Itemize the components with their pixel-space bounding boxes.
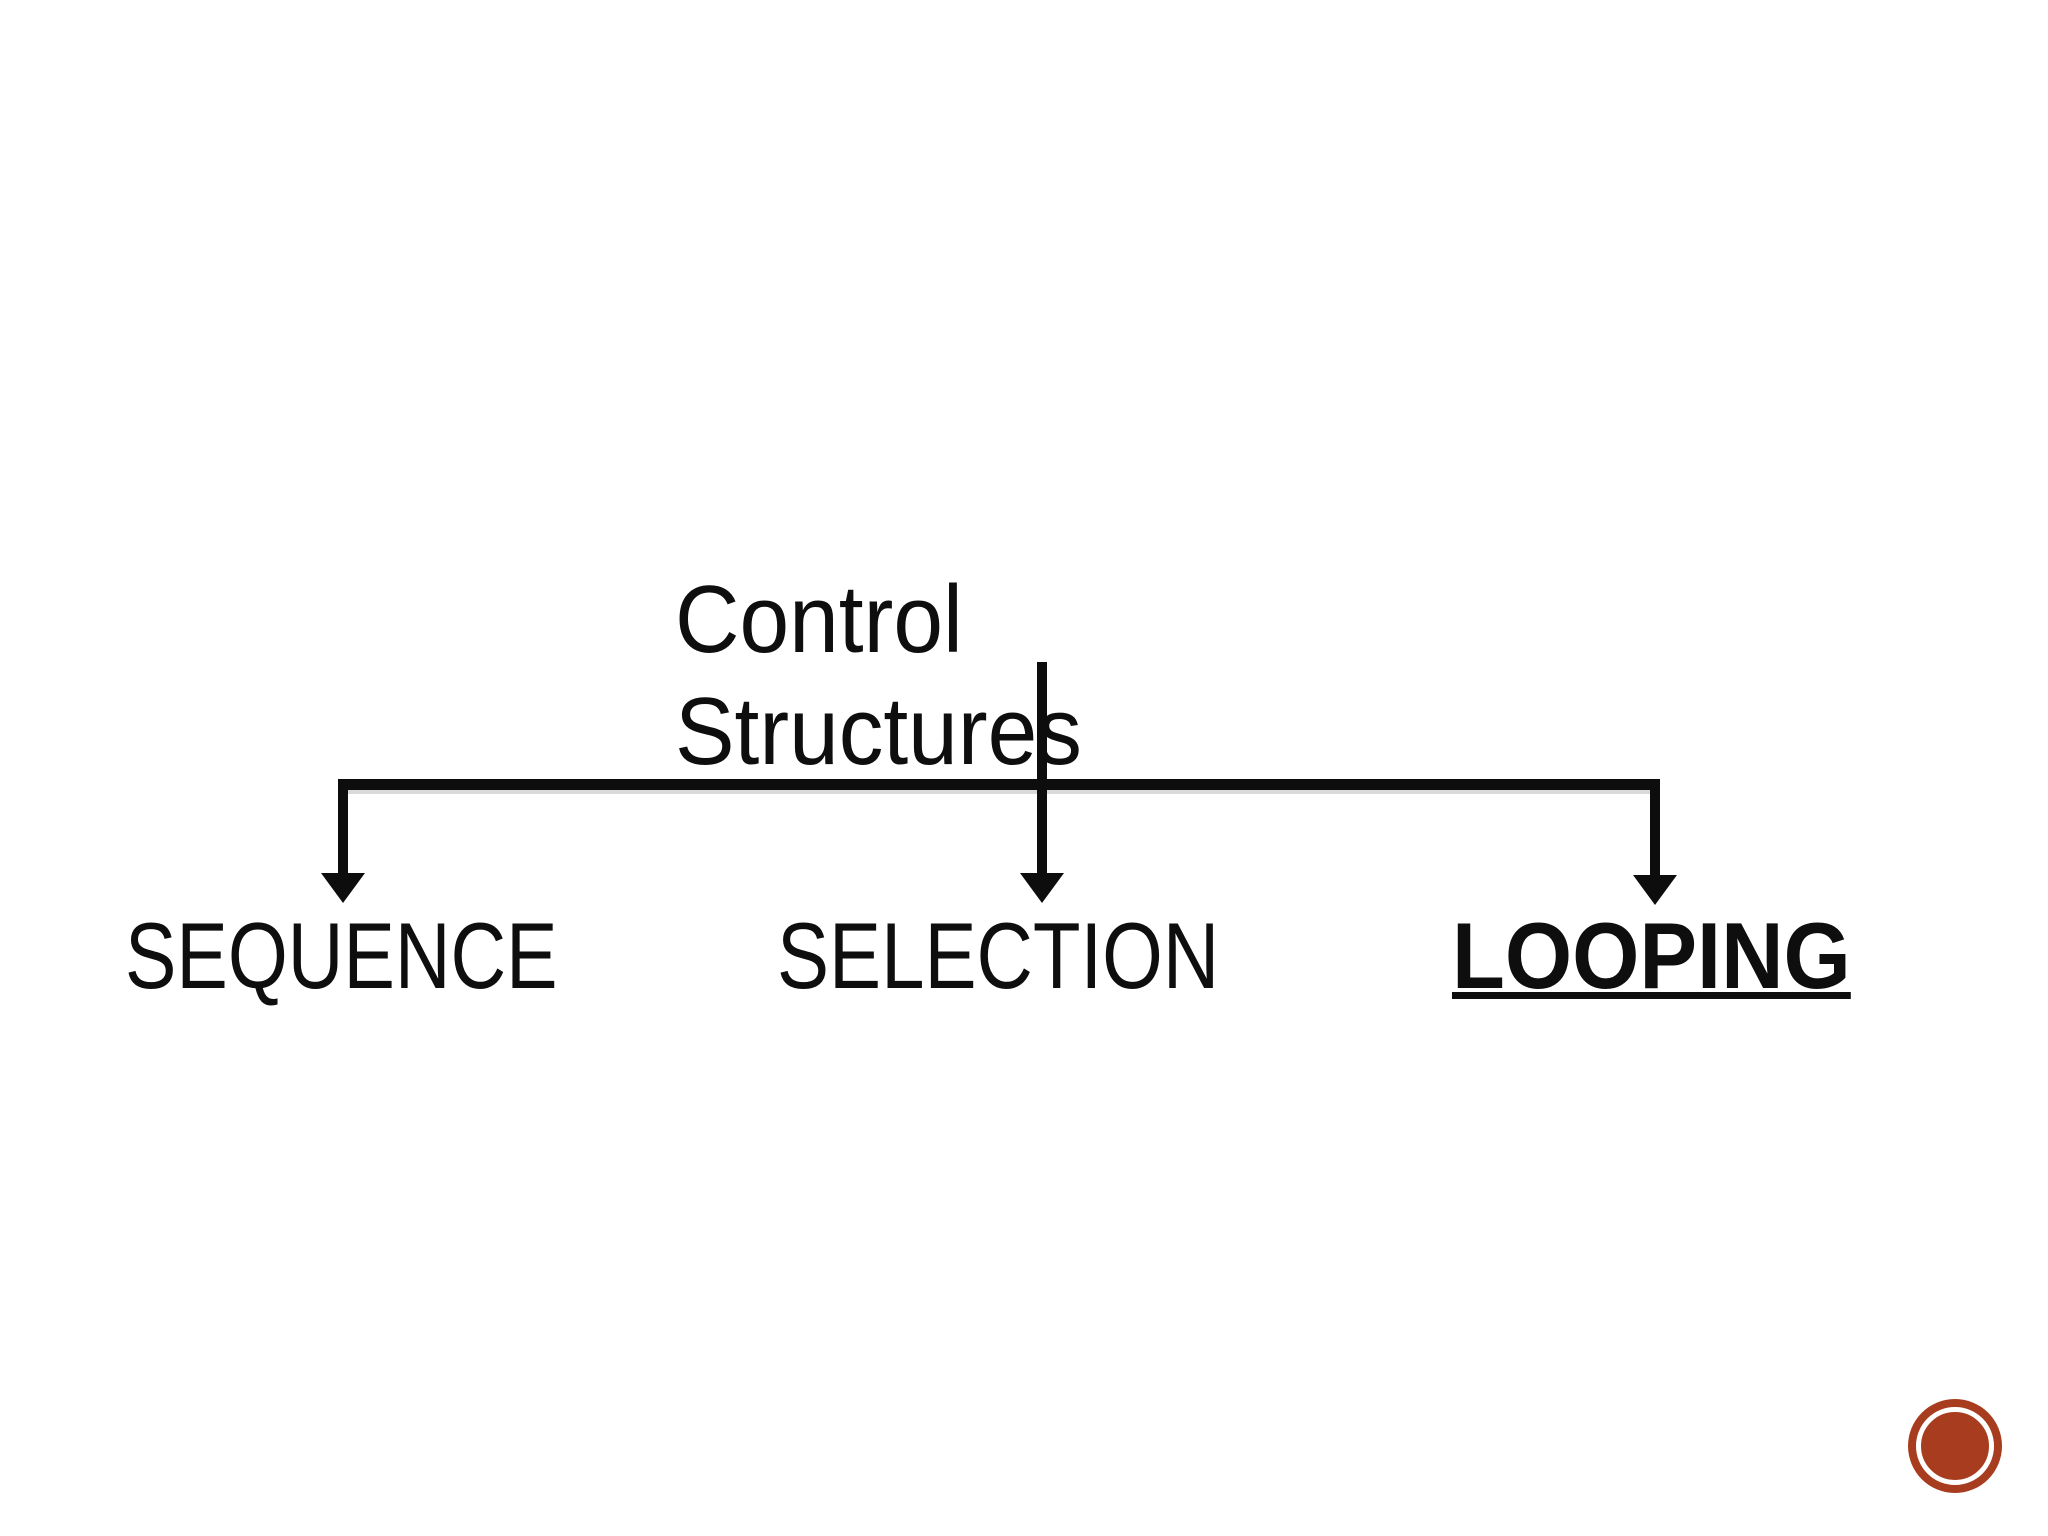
red-circle-logo xyxy=(1908,1399,2002,1493)
root-title-line-2: Structures xyxy=(675,678,1082,785)
arrowhead-down-icon-sequence xyxy=(321,873,365,903)
arrowhead-down-icon-selection xyxy=(1020,873,1064,903)
logo-white-ring xyxy=(1916,1407,1994,1485)
arrow-shaft-looping xyxy=(1650,779,1660,877)
diagram-root-title: Control Structures xyxy=(675,564,1082,788)
root-title-line-1: Control xyxy=(675,566,963,673)
arrow-shaft-sequence xyxy=(338,779,348,875)
arrowhead-down-icon-looping xyxy=(1633,875,1677,905)
node-label-selection: SELECTION xyxy=(777,903,1220,1008)
connector-horizontal-line xyxy=(338,779,1660,790)
arrow-shaft-selection xyxy=(1037,662,1047,875)
node-label-looping: LOOPING xyxy=(1452,903,1851,1008)
node-label-sequence: SEQUENCE xyxy=(125,903,558,1008)
